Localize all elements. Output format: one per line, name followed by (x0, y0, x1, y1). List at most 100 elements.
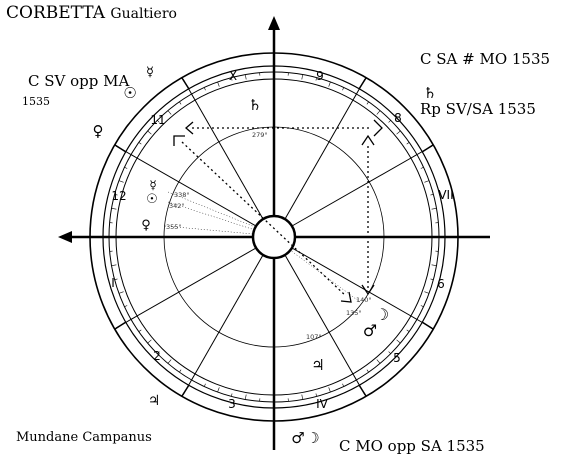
degree-tick (412, 154, 418, 158)
aspect-lines (181, 127, 372, 297)
outer-ring (89, 52, 459, 422)
arrowhead (361, 134, 375, 146)
moon-outer-glyph: ☽ (306, 429, 319, 447)
degree-tick (245, 74, 247, 80)
cusp-line (115, 247, 257, 329)
jupiter-glyph: ♃ (311, 356, 324, 374)
degree-tick (420, 167, 424, 169)
house-label: 9 (316, 69, 324, 83)
degree-tick (376, 110, 381, 115)
arrowhead (185, 121, 194, 135)
degree-tick (191, 93, 195, 99)
band-tick (181, 384, 190, 397)
degree-label: 279° (252, 131, 268, 139)
arrowhead (373, 119, 383, 137)
degree-tick (114, 278, 118, 280)
band-tick (114, 144, 127, 153)
degree-tick (412, 316, 418, 320)
inner-planet-glyphs: ☿ ☉ ♀ ♄ ☽ ♂ ♃ (141, 96, 389, 374)
house-system-label: Mundane Campanus (16, 430, 152, 445)
degree-tick (204, 87, 206, 91)
planet-line (167, 201, 256, 231)
degree-tick (366, 101, 369, 105)
rings (89, 52, 459, 422)
degree-tick (388, 351, 391, 354)
degree-tick (124, 167, 128, 169)
chart-title: CORBETTA Gualtiero (6, 3, 177, 23)
band-tick (114, 321, 127, 330)
degree-tick (118, 291, 124, 294)
degree-tick (396, 339, 401, 344)
mercury-glyph: ☿ (149, 178, 156, 192)
degree-tick (430, 278, 434, 280)
degree-tick (301, 394, 303, 400)
degree-tick (111, 208, 117, 210)
venus-glyph: ♀ (141, 218, 151, 233)
degree-tick (431, 208, 437, 210)
degree-tick (431, 264, 437, 266)
degree-tick (231, 77, 233, 81)
degree-tick (147, 339, 152, 344)
center-circle (251, 214, 297, 260)
house-label: 2 (153, 349, 161, 363)
mars-outer-glyph: ♂ (291, 429, 304, 447)
house-label: 3 (228, 397, 236, 411)
house-label: X (229, 69, 237, 83)
degree-tick (424, 291, 430, 294)
degree-tick (420, 305, 424, 307)
degree-label: 140° (356, 296, 372, 304)
sun-outer-glyph: ☉ (123, 84, 136, 102)
degree-tick (388, 120, 391, 123)
degree-label: 355° (166, 223, 182, 231)
degree-tick (376, 359, 381, 364)
degree-tick (353, 375, 357, 381)
outer-glyphs: ☉ ☿ ♀ ♄ ♃ ♂ ☽ (93, 65, 437, 447)
cusp-line (284, 254, 366, 396)
cusp-line (115, 145, 257, 227)
saturn-glyph: ♄ (248, 96, 261, 114)
mars-glyph: ♂ (363, 321, 377, 340)
degree-label: 342° (169, 202, 185, 210)
mercury-outer-glyph: ☿ (146, 65, 154, 80)
house-label: 5 (393, 351, 401, 365)
degree-ticks (109, 72, 439, 402)
degree-tick (342, 87, 344, 91)
annotation-top-left: C SV opp MA (28, 72, 130, 90)
annotation-bottom: C MO opp SA 1535 (339, 437, 485, 455)
degree-label: 338° (174, 191, 190, 199)
band-tick (421, 144, 434, 153)
band-ticks (114, 77, 434, 397)
degree-tick (430, 194, 434, 196)
degree-tick (157, 120, 160, 123)
degree-tick (191, 375, 195, 381)
degree-tick (406, 329, 410, 332)
degree-tick (217, 387, 220, 393)
cusp-line (182, 78, 264, 220)
saturn-outer-glyph: ♄ (423, 84, 436, 102)
degree-tick (179, 369, 182, 373)
house-label: 8 (394, 111, 402, 125)
jupiter-outer-glyph: ♃ (148, 393, 161, 409)
degree-tick (138, 142, 142, 145)
house-label: 12 (111, 189, 126, 203)
house-label: IV (316, 397, 329, 411)
inner-ring (163, 126, 385, 348)
house-label: 6 (437, 277, 445, 291)
chart-name-sub: Gualtiero (110, 6, 177, 22)
house-label: 11 (150, 113, 165, 127)
planet-markers (164, 191, 361, 303)
arrowhead (361, 284, 375, 296)
sun-glyph: ☉ (146, 192, 158, 207)
degree-tick (124, 305, 128, 307)
ring-2 (102, 65, 446, 409)
degree-tick (130, 154, 136, 158)
house-label: I (111, 276, 115, 290)
house-cusps (115, 78, 433, 396)
degree-tick (167, 359, 172, 364)
degree-tick (353, 93, 357, 99)
degree-tick (424, 180, 430, 183)
arrowhead (340, 291, 352, 303)
degree-tick (167, 110, 172, 115)
arrowhead (173, 135, 185, 146)
